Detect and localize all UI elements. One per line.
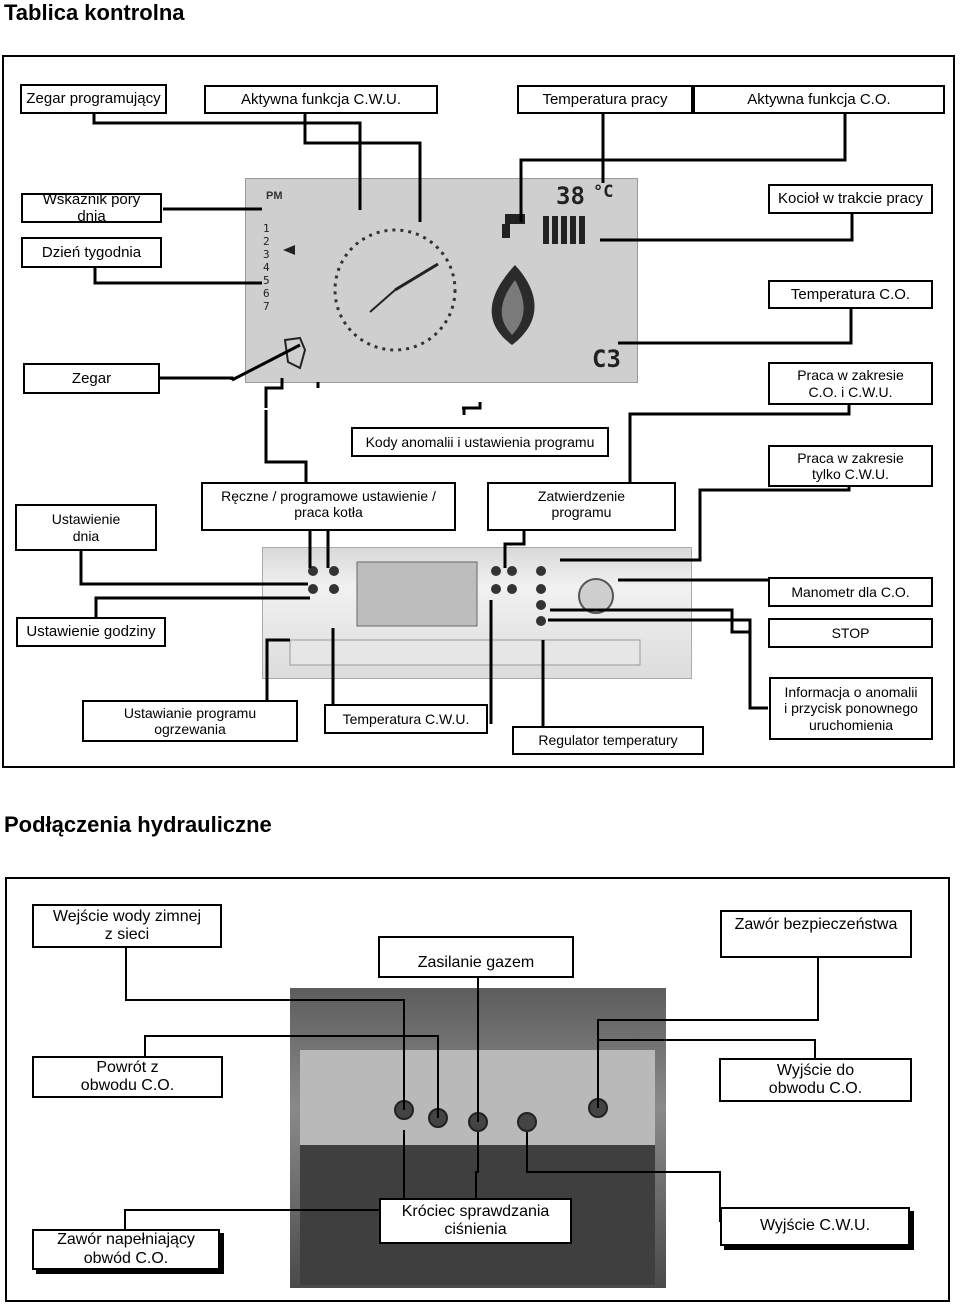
label-reczne-programowe: Ręczne / programowe ustawienie / praca k… <box>201 482 456 531</box>
clock-dial <box>333 228 457 352</box>
arrow-marker <box>283 245 295 255</box>
label-ustawianie-programu-ogrzewania: Ustawianie programu ogrzewania <box>82 700 298 742</box>
weekday-numbers: 1 2 3 4 5 6 7 <box>263 222 270 313</box>
label-zatwierdzenie-programu: Zatwierdzenie programu <box>487 482 676 531</box>
display-fault-code: C3 <box>592 345 621 373</box>
clock-hand-short <box>369 289 396 313</box>
label-zasilanie-gazem: Zasilanie gazem <box>378 936 574 978</box>
label-stop: STOP <box>768 618 933 648</box>
label-aktywna-co: Aktywna funkcja C.O. <box>693 85 945 114</box>
label-regulator-temperatury: Regulator temperatury <box>512 726 704 755</box>
display-temperature: 38 <box>556 182 585 210</box>
label-temperatura-co: Temperatura C.O. <box>768 280 933 309</box>
radiator-icon <box>543 216 585 244</box>
label-manometr-co: Manometr dla C.O. <box>768 577 933 607</box>
label-praca-tylko-cwu: Praca w zakresie tylko C.W.U. <box>768 445 933 487</box>
label-informacja-o-anomalii: Informacja o anomalii i przycisk ponowne… <box>769 677 933 740</box>
label-wyjscie-do-obwodu-co: Wyjście do obwodu C.O. <box>719 1058 912 1102</box>
label-zegar-programujacy: Zegar programujący <box>20 84 167 114</box>
label-kody-anomalii: Kody anomalii i ustawienia programu <box>351 427 609 457</box>
label-kociol-w-trakcie-pracy: Kocioł w trakcie pracy <box>768 184 933 214</box>
clock-hand-long <box>394 262 439 292</box>
label-wyjscie-cwu: Wyjście C.W.U. <box>720 1207 910 1246</box>
panel-heading: Tablica kontrolna <box>4 0 185 25</box>
label-krociec-sprawdzania: Króciec sprawdzania ciśnienia <box>379 1198 572 1244</box>
hand-icon <box>283 336 307 370</box>
label-zawor-napelniajacy: Zawór napełniający obwód C.O. <box>32 1229 220 1270</box>
display-unit: °C <box>593 182 614 202</box>
hydraulic-frame <box>5 877 950 1302</box>
label-wskaznik-pory-dnia: Wskaźnik pory dnia <box>21 191 162 225</box>
label-aktywna-cwu: Aktywna funkcja C.W.U. <box>204 85 438 114</box>
label-ustawienie-godziny: Ustawienie godziny <box>16 617 166 647</box>
label-temperatura-cwu: Temperatura C.W.U. <box>324 704 488 734</box>
pressure-gauge <box>578 578 614 614</box>
tap-icon <box>502 214 525 238</box>
label-praca-co-cwu: Praca w zakresie C.O. i C.W.U. <box>768 362 933 405</box>
hydraulic-heading: Podłączenia hydrauliczne <box>4 812 272 837</box>
label-powrot-z-obwodu-co: Powrót z obwodu C.O. <box>32 1056 223 1098</box>
label-dzien-tygodnia: Dzień tygodnia <box>21 237 162 268</box>
label-zawor-bezpieczenstwa: Zawór bezpieczeństwa <box>720 910 912 958</box>
panel-frame <box>2 55 955 768</box>
label-zegar: Zegar <box>23 363 160 394</box>
pm-indicator: PM <box>266 190 283 202</box>
lcd-display <box>245 178 638 383</box>
label-wejscie-wody-zimnej: Wejście wody zimnej z sieci <box>32 904 222 948</box>
panel-screen <box>356 561 478 627</box>
label-ustawienie-dnia: Ustawienie dnia <box>15 504 157 551</box>
label-temperatura-pracy: Temperatura pracy <box>517 85 693 114</box>
